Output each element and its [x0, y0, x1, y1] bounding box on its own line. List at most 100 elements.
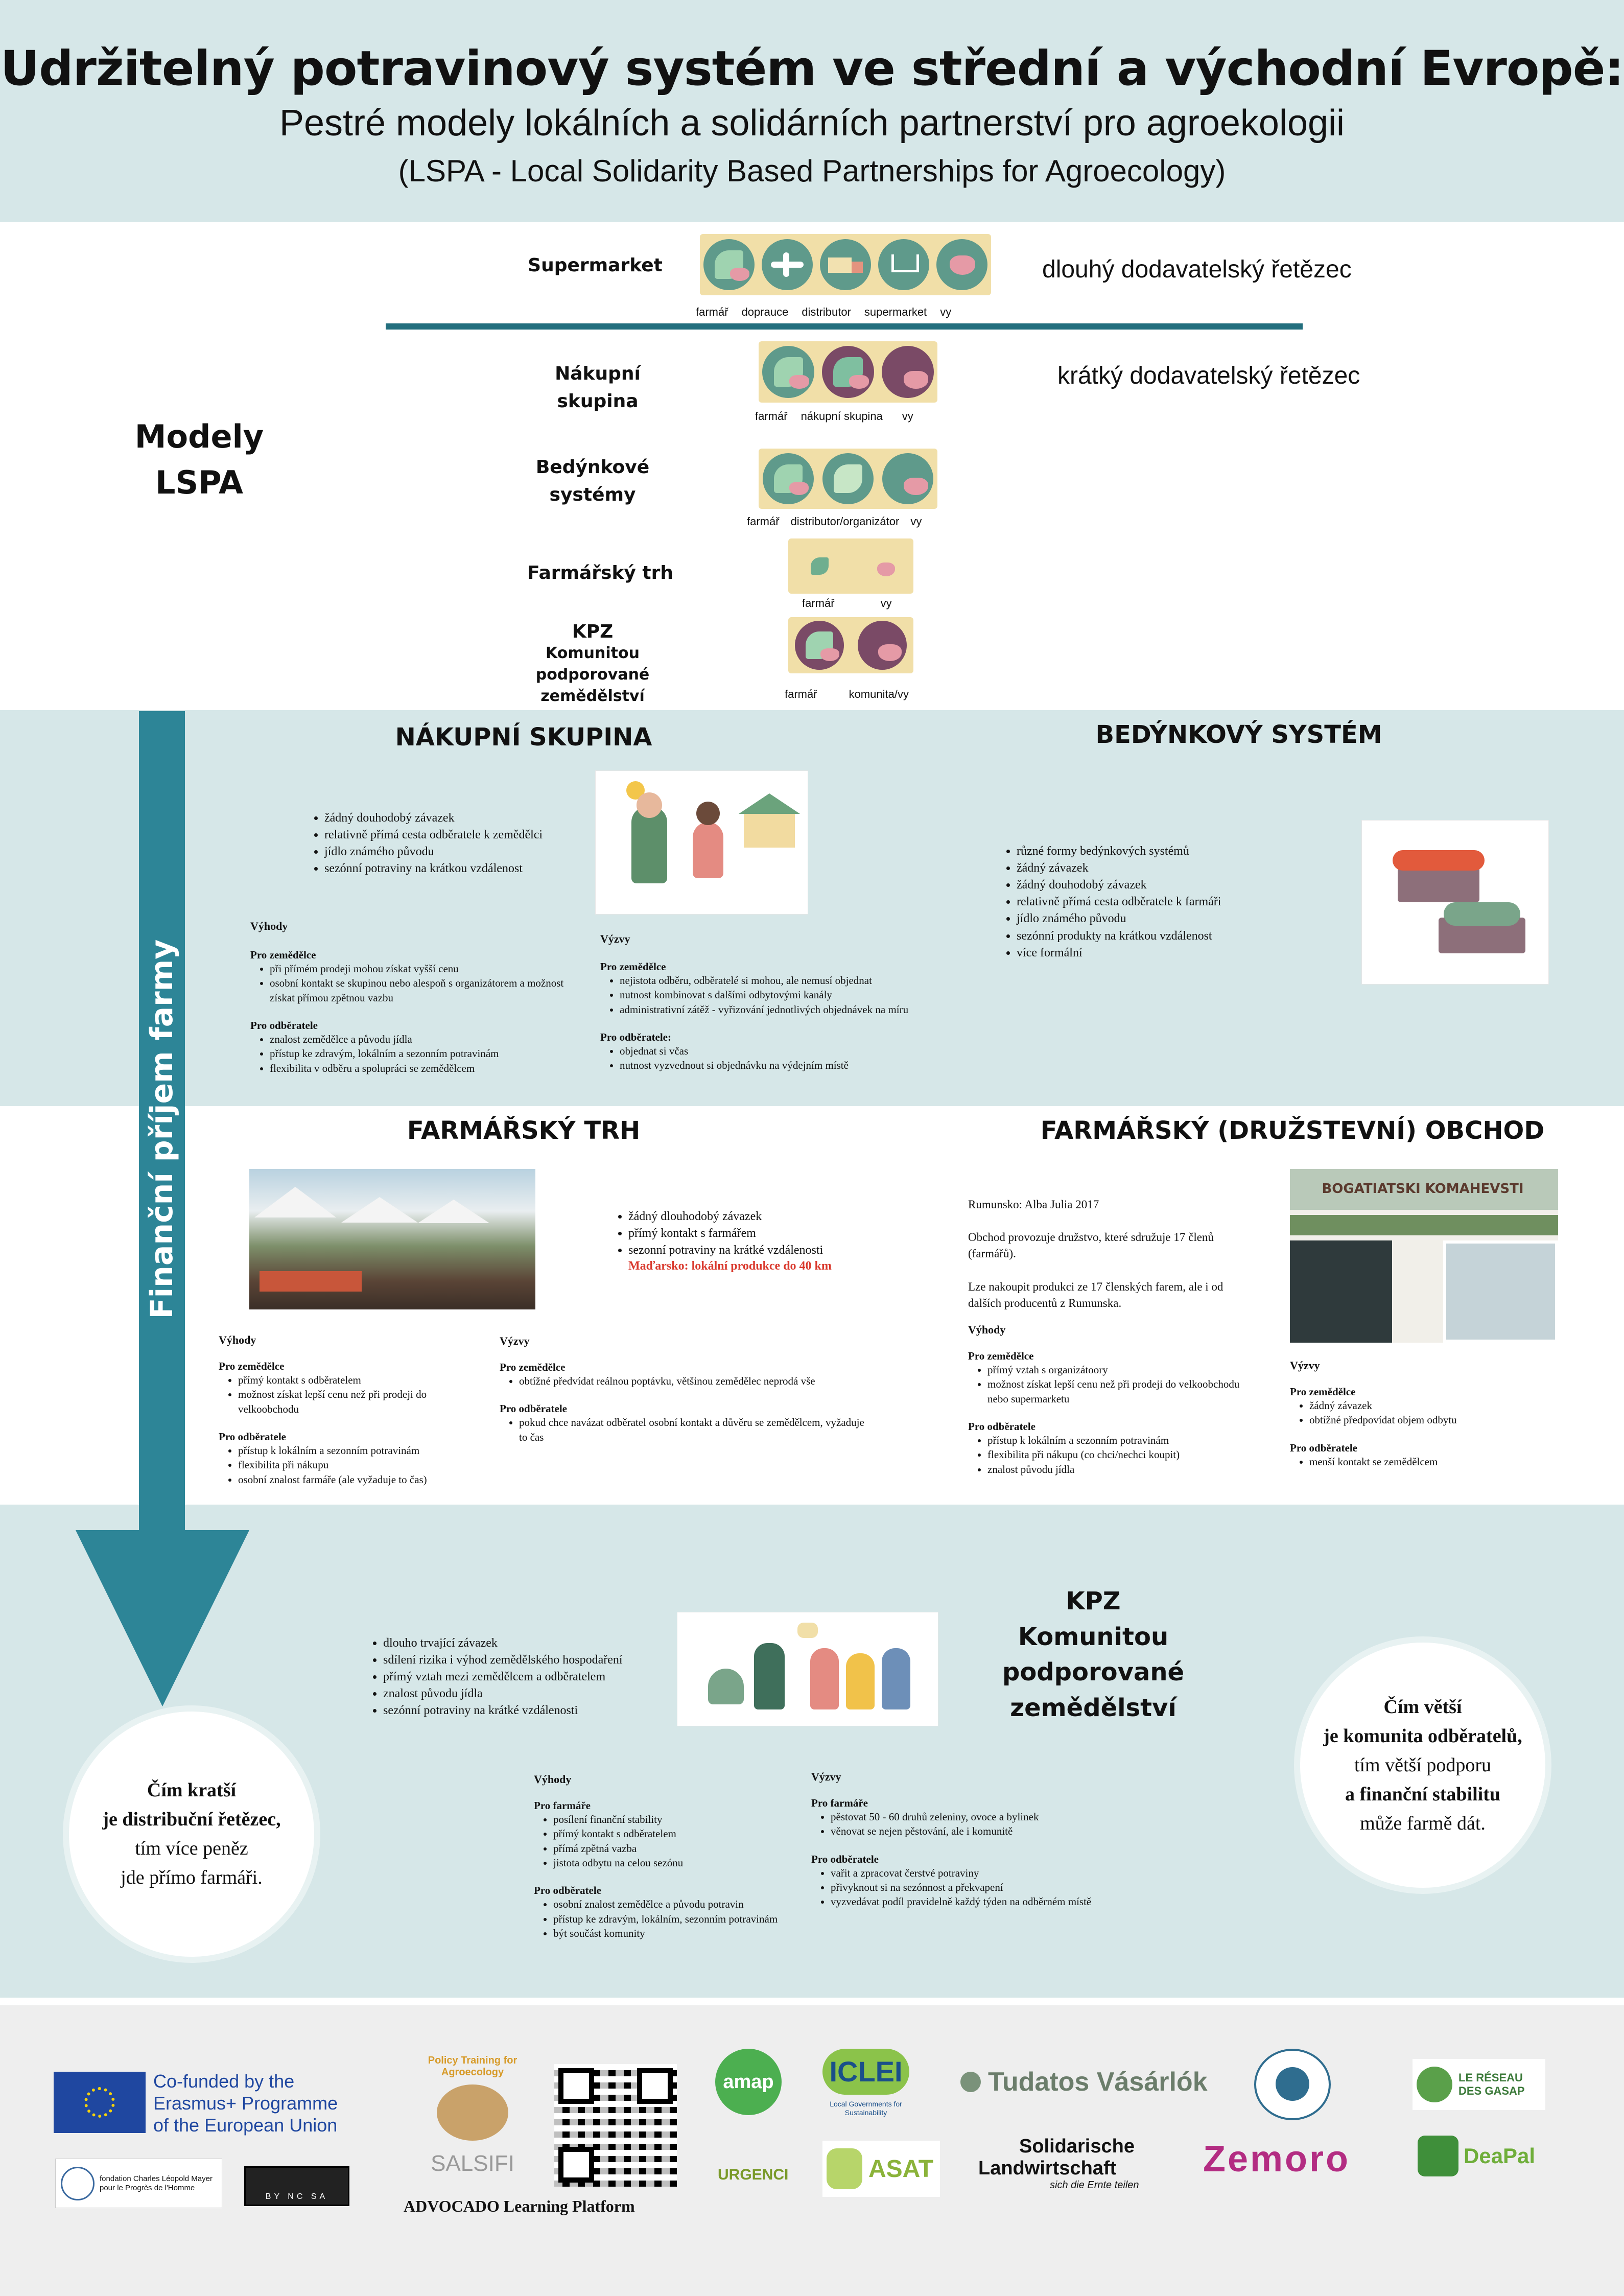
crate-icon — [1398, 866, 1479, 902]
farmer-figure — [631, 807, 667, 883]
nakupni-bullets: žádný douhodobý závazek relativně přímá … — [304, 810, 621, 877]
nakupni-title: NÁKUPNÍ SKUPINA — [395, 723, 652, 752]
leaf-icon — [960, 2072, 981, 2092]
eu-flag — [54, 2072, 146, 2133]
bubble-shorter-chain: Čím kratší je distribuční řetězec, tím v… — [69, 1712, 314, 1957]
bedynkovy-bullets: různé formy bedýnkových systémů žádný zá… — [996, 843, 1333, 962]
speech-bubble-icon — [797, 1623, 818, 1638]
model-label-supermarket: Supermarket — [528, 255, 663, 276]
footer-band — [0, 2005, 1624, 2296]
consumer-hand-icon — [881, 346, 934, 398]
asat-logo: ASAT — [822, 2141, 940, 2197]
short-chain-label: krátký dodavatelský řetězec — [1057, 362, 1360, 389]
trh-vyhody: Pro zemědělce přímý kontakt s odběratele… — [219, 1354, 474, 1487]
group-icon — [821, 346, 874, 398]
consumer-hand-icon — [882, 453, 933, 504]
market-photo — [249, 1169, 535, 1309]
nakupni-vyhody: Pro zemědělce při přímém prodeji mohou z… — [250, 943, 577, 1075]
kpz-bullets: dlouho trvající závazek sdílení rizika i… — [363, 1635, 710, 1720]
model-label-trh: Farmářský trh — [527, 563, 674, 583]
obchod-vyhody-title: Výhody — [968, 1323, 1006, 1336]
nakupni-icon-strip — [759, 341, 937, 403]
obchod-vyzvy: Pro zemědělce žádný závazek obtížné před… — [1290, 1379, 1545, 1469]
farmer-icon — [804, 550, 835, 582]
bedynkove-icon-strip — [759, 449, 937, 509]
trh-highlight: Maďarsko: lokální produkce do 40 km — [628, 1259, 832, 1273]
trh-title: FARMÁŘSKÝ TRH — [407, 1116, 641, 1145]
farmer-icon — [795, 621, 844, 670]
supermarket-captions: farmář doprauce distributor supermarket … — [696, 306, 952, 318]
fph-logo: fondation Charles Léopold Mayer pour le … — [55, 2159, 222, 2208]
consumer-hand-icon — [936, 239, 987, 290]
urgenci-logo: URGENCI — [718, 2166, 789, 2183]
model-label-kpz: KPZ — [572, 621, 614, 642]
spiral-icon — [1418, 2136, 1458, 2176]
house-icon — [744, 812, 795, 848]
zemoro-logo: Zemoro — [1203, 2139, 1351, 2180]
erasmus-text: Co-funded by the Erasmus+ Programme of t… — [153, 2071, 338, 2136]
nakupni-vyzvy: Pro zemědělce nejistota odběru, odběrate… — [600, 954, 937, 1073]
salsifi-logo: Policy Training for Agroecology SALSIFI — [428, 2055, 517, 2176]
arpp-logo — [1254, 2049, 1331, 2120]
truck-icon — [820, 239, 871, 290]
kpz-title: KPZ Komunitou podporované zemědělství — [1002, 1587, 1185, 1722]
header-band — [0, 0, 1624, 222]
nakupni-illustration — [595, 770, 808, 915]
income-arrow-label: Finanční příjem farmy — [144, 939, 180, 1319]
community-figures — [810, 1648, 839, 1709]
kpz-icon-strip — [788, 617, 913, 673]
community-icon — [857, 621, 907, 670]
airplane-icon — [762, 239, 813, 290]
qr-code[interactable] — [554, 2064, 677, 2187]
chain-divider — [386, 323, 1303, 330]
bedynkovy-illustration — [1361, 820, 1549, 985]
obchod-text: Rumunsko: Alba Julia 2017 Obchod provozu… — [968, 1198, 1223, 1309]
page-subtitle-2: (LSPA - Local Solidarity Based Partnersh… — [398, 154, 1226, 188]
kpz-vyzvy-title: Výzvy — [811, 1770, 841, 1783]
nakupni-vyzvy-title: Výzvy — [600, 932, 630, 945]
shopping-cart-icon — [878, 239, 929, 290]
amap-logo: amap — [715, 2049, 782, 2115]
income-arrow-head — [76, 1530, 249, 1706]
deapal-logo: DeaPal — [1418, 2128, 1540, 2184]
shop-sign: BOGATIATSKI KOMAHEVSTI — [1322, 1181, 1524, 1197]
obchod-vyhody: Pro zemědělce přímý vztah s organizátoor… — [968, 1344, 1254, 1477]
box-icon — [822, 453, 874, 504]
fph-emblem-icon — [61, 2166, 95, 2200]
nakupni-captions: farmář nákupní skupina vy — [755, 410, 913, 423]
eu-stars-icon — [84, 2087, 115, 2118]
models-lspa-label: Modely LSPA — [134, 418, 264, 501]
shop-photo: BOGATIATSKI KOMAHEVSTI — [1290, 1169, 1558, 1343]
kpz-vyhody-title: Výhody — [534, 1773, 572, 1786]
farmer-figure — [754, 1643, 785, 1709]
band-nakupni-bedynkovy — [0, 710, 1624, 1106]
bubble-bigger-community: Čím větší je komunita odběratelů, tím vě… — [1300, 1643, 1545, 1888]
trh-icon-strip — [788, 538, 913, 594]
farmer-icon — [763, 453, 814, 504]
supermarket-icon-strip — [700, 234, 991, 295]
trh-bullets: žádný dlouhodobý závazek přímý kontakt s… — [608, 1208, 914, 1259]
obchod-title: FARMÁŘSKÝ (DRUŽSTEVNÍ) OBCHOD — [1040, 1116, 1545, 1145]
page-title: Udržitelný potravinový systém ve střední… — [0, 41, 1624, 97]
iclei-logo: ICLEI Local Governments for Sustainabili… — [822, 2049, 920, 2125]
model-label-kpz-sub: Komunitou podporované zemědělství — [535, 644, 650, 705]
bedynkovy-title: BEDÝNKOVÝ SYSTÉM — [1095, 720, 1382, 749]
hand-icon — [827, 2148, 862, 2189]
trh-vyzvy-title: Výzvy — [500, 1334, 530, 1347]
vegetable-bags-icon — [708, 1669, 744, 1704]
trh-captions: farmář vy — [802, 597, 892, 610]
farmer-icon — [762, 346, 815, 398]
income-arrow-shaft — [139, 711, 185, 1534]
farmer-icon — [703, 239, 755, 290]
long-chain-label: dlouhý dodavatelský řetězec — [1042, 256, 1352, 283]
gasap-logo: LE RÉSEAU DES GASAP — [1413, 2059, 1545, 2110]
consumer-figure — [693, 822, 723, 878]
advocado-label: ADVOCADO Learning Platform — [404, 2197, 635, 2215]
globe-icon — [1276, 2067, 1309, 2101]
nakupni-vyhody-title: Výhody — [250, 920, 288, 932]
kpz-illustration — [677, 1612, 938, 1726]
trh-vyhody-title: Výhody — [219, 1333, 256, 1346]
obchod-vyzvy-title: Výzvy — [1290, 1359, 1320, 1372]
